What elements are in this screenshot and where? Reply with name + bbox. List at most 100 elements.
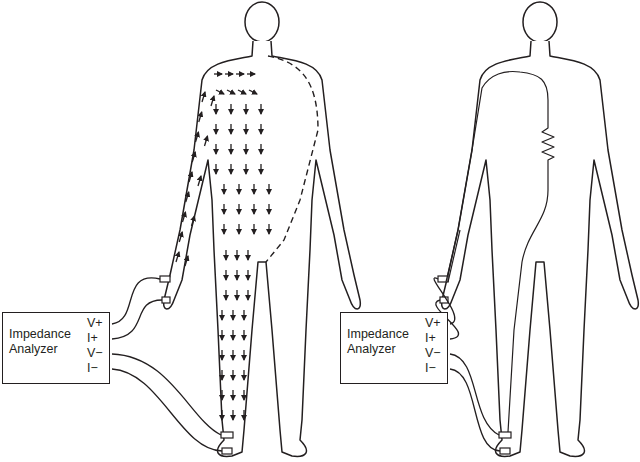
analyzer-box: Impedance Analyzer V+I+V−I− bbox=[2, 312, 110, 384]
current-arrow bbox=[253, 184, 254, 194]
current-arrow bbox=[238, 224, 239, 234]
current-arrow bbox=[192, 216, 195, 226]
current-arrow bbox=[221, 390, 222, 400]
current-arrow bbox=[260, 124, 261, 134]
current-arrow bbox=[202, 92, 205, 102]
current-arrow bbox=[245, 144, 246, 154]
device-name: Impedance Analyzer bbox=[347, 327, 415, 357]
electrode bbox=[162, 297, 170, 303]
current-arrow bbox=[221, 370, 222, 380]
electrode bbox=[499, 432, 511, 438]
resistor-path bbox=[448, 230, 460, 282]
pin-label: V− bbox=[425, 346, 441, 361]
current-arrow bbox=[236, 73, 244, 74]
current-arrow bbox=[247, 290, 248, 300]
current-arrow bbox=[176, 252, 179, 262]
current-arrows bbox=[176, 74, 269, 420]
current-arrow bbox=[223, 204, 224, 214]
current-arrow bbox=[221, 410, 222, 420]
current-arrow bbox=[247, 250, 248, 260]
current-arrow bbox=[216, 90, 224, 94]
current-arrow bbox=[221, 350, 222, 360]
current-arrow bbox=[221, 330, 222, 340]
current-arrow bbox=[243, 410, 244, 420]
current-arrow bbox=[198, 176, 201, 186]
current-arrow bbox=[185, 256, 188, 266]
current-arrow bbox=[245, 164, 246, 174]
body-outline bbox=[442, 2, 639, 456]
current-arrow bbox=[223, 184, 224, 194]
resistor-path bbox=[446, 72, 554, 432]
current-arrow bbox=[232, 410, 233, 420]
current-arrow bbox=[236, 290, 237, 300]
current-arrow bbox=[236, 270, 237, 280]
current-arrow bbox=[232, 390, 233, 400]
current-arrow bbox=[179, 232, 182, 242]
pin-label: I+ bbox=[87, 331, 103, 346]
current-arrow bbox=[230, 124, 231, 134]
current-arrow bbox=[214, 73, 222, 74]
electrode bbox=[500, 448, 510, 454]
current-arrow bbox=[183, 212, 186, 222]
pin-label: V+ bbox=[87, 316, 103, 331]
current-arrow bbox=[225, 250, 226, 260]
pin-label: I− bbox=[87, 361, 103, 376]
current-arrow bbox=[238, 90, 246, 94]
current-arrow bbox=[249, 90, 257, 94]
current-arrow bbox=[196, 132, 199, 142]
current-arrow bbox=[247, 270, 248, 280]
pin-label: I− bbox=[425, 361, 441, 376]
pin-column: V+I+V−I− bbox=[425, 316, 441, 376]
current-arrow bbox=[225, 73, 233, 74]
current-arrow bbox=[192, 152, 195, 162]
pin-column: V+I+V−I− bbox=[87, 316, 103, 376]
pin-label: V+ bbox=[425, 316, 441, 331]
current-arrow bbox=[247, 73, 255, 74]
current-arrow bbox=[211, 96, 214, 106]
current-arrow bbox=[243, 370, 244, 380]
pin-label: V− bbox=[87, 346, 103, 361]
current-arrow bbox=[199, 112, 202, 122]
current-arrow bbox=[253, 224, 254, 234]
body-outline bbox=[164, 2, 361, 456]
current-arrow bbox=[243, 330, 244, 340]
current-arrow bbox=[260, 164, 261, 174]
current-arrow bbox=[268, 204, 269, 214]
current-arrow bbox=[268, 224, 269, 234]
electrode bbox=[160, 276, 170, 282]
current-arrow bbox=[186, 192, 189, 202]
current-arrow bbox=[268, 184, 269, 194]
analyzer-box: Impedance Analyzer V+I+V−I− bbox=[340, 312, 448, 384]
current-arrow bbox=[260, 104, 261, 114]
current-arrow bbox=[225, 290, 226, 300]
current-boundary bbox=[266, 56, 318, 262]
lead-wires bbox=[112, 278, 222, 451]
current-arrow bbox=[253, 204, 254, 214]
device-name: Impedance Analyzer bbox=[9, 327, 77, 357]
current-arrow bbox=[230, 104, 231, 114]
current-arrow bbox=[232, 350, 233, 360]
current-arrow bbox=[260, 144, 261, 154]
current-arrow bbox=[215, 104, 216, 114]
electrode bbox=[221, 432, 233, 438]
current-arrow bbox=[243, 310, 244, 320]
current-arrow bbox=[189, 172, 192, 182]
current-arrow bbox=[230, 144, 231, 154]
current-arrow bbox=[245, 124, 246, 134]
current-arrow bbox=[230, 164, 231, 174]
current-arrow bbox=[243, 390, 244, 400]
current-arrow bbox=[232, 330, 233, 340]
current-arrow bbox=[215, 164, 216, 174]
current-arrow bbox=[223, 224, 224, 234]
current-arrow bbox=[245, 104, 246, 114]
current-arrow bbox=[215, 144, 216, 154]
current-arrow bbox=[243, 350, 244, 360]
current-arrow bbox=[238, 184, 239, 194]
current-arrow bbox=[221, 310, 222, 320]
pin-label: I+ bbox=[425, 331, 441, 346]
current-arrow bbox=[227, 90, 235, 94]
current-arrow bbox=[205, 136, 208, 146]
current-arrow bbox=[215, 124, 216, 134]
electrode bbox=[222, 448, 232, 454]
